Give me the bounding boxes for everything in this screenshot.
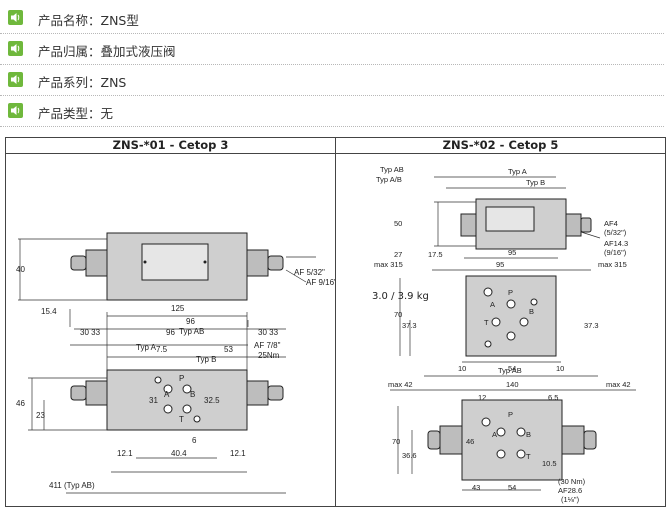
cetop5-plan-view bbox=[399, 257, 591, 363]
dim-label: Typ AB bbox=[179, 327, 204, 336]
dim-label: (5/32") bbox=[604, 228, 627, 237]
speaker-icon bbox=[8, 10, 23, 25]
cetop3-top-view bbox=[18, 232, 316, 358]
dim-label: 125 bbox=[171, 304, 185, 313]
dim-label: max 42 bbox=[388, 380, 413, 389]
port-label: A bbox=[492, 430, 497, 439]
dim-label: Typ AB bbox=[498, 366, 522, 375]
dim-label: 70 bbox=[392, 437, 400, 446]
port-label: P bbox=[508, 410, 513, 419]
dim-label: AF 7/8" bbox=[254, 341, 281, 350]
dim-label: 50 bbox=[394, 219, 402, 228]
port-label: T bbox=[526, 452, 531, 461]
port-label: B bbox=[190, 390, 195, 399]
dim-label: (30 Nm) bbox=[558, 477, 586, 486]
dim-label: Typ B bbox=[526, 178, 545, 187]
cetop5-front-view bbox=[390, 375, 636, 491]
dim-label: 12.1 bbox=[230, 449, 246, 458]
cetop5-top-view bbox=[434, 176, 601, 250]
dim-label: 54 bbox=[508, 483, 516, 492]
dim-label: 95 bbox=[508, 248, 516, 257]
cetop5-labels: Typ AB Typ A/B Typ A Typ B 50 27 17.5 AF… bbox=[374, 165, 631, 504]
dim-label: 12.1 bbox=[117, 449, 133, 458]
dim-label: (9/16") bbox=[604, 248, 627, 257]
port-label: P bbox=[508, 288, 513, 297]
dim-label: (1⅛") bbox=[561, 495, 580, 504]
dim-label: 46 bbox=[16, 399, 25, 408]
cetop5-drawing: Typ AB Typ A/B Typ A Typ B 50 27 17.5 AF… bbox=[374, 165, 636, 504]
cetop3-front-view bbox=[28, 312, 286, 494]
panel-divider bbox=[335, 138, 336, 506]
dim-label: 31 bbox=[149, 396, 158, 405]
dim-label: 30 33 bbox=[258, 328, 279, 337]
info-row-category: 产品归属：叠加式液压阀 bbox=[0, 33, 664, 65]
dim-label: 6 bbox=[192, 436, 197, 445]
dim-label: 10 bbox=[556, 364, 564, 373]
dim-label: 46 bbox=[466, 437, 474, 446]
dim-label: Typ A/B bbox=[376, 175, 402, 184]
dim-label: AF 9/16" bbox=[306, 278, 335, 287]
dim-label: 37.3 bbox=[584, 321, 599, 330]
dim-label: 23 bbox=[36, 411, 45, 420]
dim-label: AF28.6 bbox=[558, 486, 582, 495]
dim-label: 12 bbox=[478, 393, 486, 402]
dim-label: 40.4 bbox=[171, 449, 187, 458]
dim-label: Typ B bbox=[196, 355, 216, 364]
info-row-type: 产品类型：无 bbox=[0, 95, 664, 127]
drawing-panel: ZNS-*01 - Cetop 3 ZNS-*02 - Cetop 5 bbox=[5, 137, 666, 507]
dim-label: 43 bbox=[472, 483, 480, 492]
dim-label: 6.5 bbox=[548, 393, 558, 402]
dim-label: 411 (Typ AB) bbox=[49, 481, 95, 490]
port-label: A bbox=[164, 390, 170, 399]
dim-label: 25Nm bbox=[258, 351, 280, 360]
speaker-icon bbox=[8, 103, 23, 118]
dim-label: 7.5 bbox=[156, 345, 168, 354]
dim-label: max 42 bbox=[606, 380, 631, 389]
port-label: P bbox=[179, 374, 184, 383]
cetop3-labels: Typ AB Typ A Typ B 40 15.4 AF 5/32" AF 9… bbox=[16, 265, 335, 490]
dim-label: max 315 bbox=[598, 260, 627, 269]
dim-label: 30 33 bbox=[80, 328, 101, 337]
info-label: 产品系列：ZNS bbox=[38, 75, 127, 90]
port-label: A bbox=[490, 300, 495, 309]
dim-label: max 315 bbox=[374, 260, 403, 269]
dim-label: AF14.3 bbox=[604, 239, 628, 248]
cetop3-drawing: Typ AB Typ A Typ B 40 15.4 AF 5/32" AF 9… bbox=[16, 232, 335, 494]
port-label: T bbox=[484, 318, 489, 327]
dim-label: 54 bbox=[508, 364, 516, 373]
dim-label: Typ AB bbox=[380, 165, 404, 174]
info-row-series: 产品系列：ZNS bbox=[0, 64, 664, 96]
dim-label: 27 bbox=[394, 250, 402, 259]
info-label: 产品名称：ZNS型 bbox=[38, 13, 139, 28]
dim-label: 10.5 bbox=[542, 459, 557, 468]
dim-label: 10 bbox=[458, 364, 466, 373]
dim-label: Typ A bbox=[136, 343, 157, 352]
port-label: B bbox=[526, 430, 531, 439]
dim-label: 17.5 bbox=[428, 250, 443, 259]
info-label: 产品归属：叠加式液压阀 bbox=[38, 44, 176, 59]
dim-label: Typ A bbox=[508, 167, 527, 176]
port-label: B bbox=[529, 307, 534, 316]
dim-label: 37.3 bbox=[402, 321, 417, 330]
dim-label: AF 5/32" bbox=[294, 268, 325, 277]
dim-label: 53 bbox=[224, 345, 233, 354]
dim-label: 36.6 bbox=[402, 451, 417, 460]
dim-label: 15.4 bbox=[41, 307, 57, 316]
speaker-icon bbox=[8, 72, 23, 87]
speaker-icon bbox=[8, 41, 23, 56]
dim-label: 96 bbox=[166, 328, 175, 337]
dim-label: 32.5 bbox=[204, 396, 220, 405]
dim-label: 70 bbox=[394, 310, 402, 319]
left-title: ZNS-*01 - Cetop 3 bbox=[6, 138, 335, 154]
port-label: T bbox=[179, 415, 184, 424]
info-row-name: 产品名称：ZNS型 bbox=[0, 2, 664, 34]
dim-label: 96 bbox=[186, 317, 195, 326]
dim-label: 140 bbox=[506, 380, 519, 389]
right-title: ZNS-*02 - Cetop 5 bbox=[336, 138, 665, 154]
dim-label: 95 bbox=[496, 260, 504, 269]
info-label: 产品类型：无 bbox=[38, 106, 114, 121]
dim-label: 40 bbox=[16, 265, 25, 274]
dim-label: AF4 bbox=[604, 219, 618, 228]
weight-label: 3.0 / 3.9 kg bbox=[372, 291, 429, 302]
